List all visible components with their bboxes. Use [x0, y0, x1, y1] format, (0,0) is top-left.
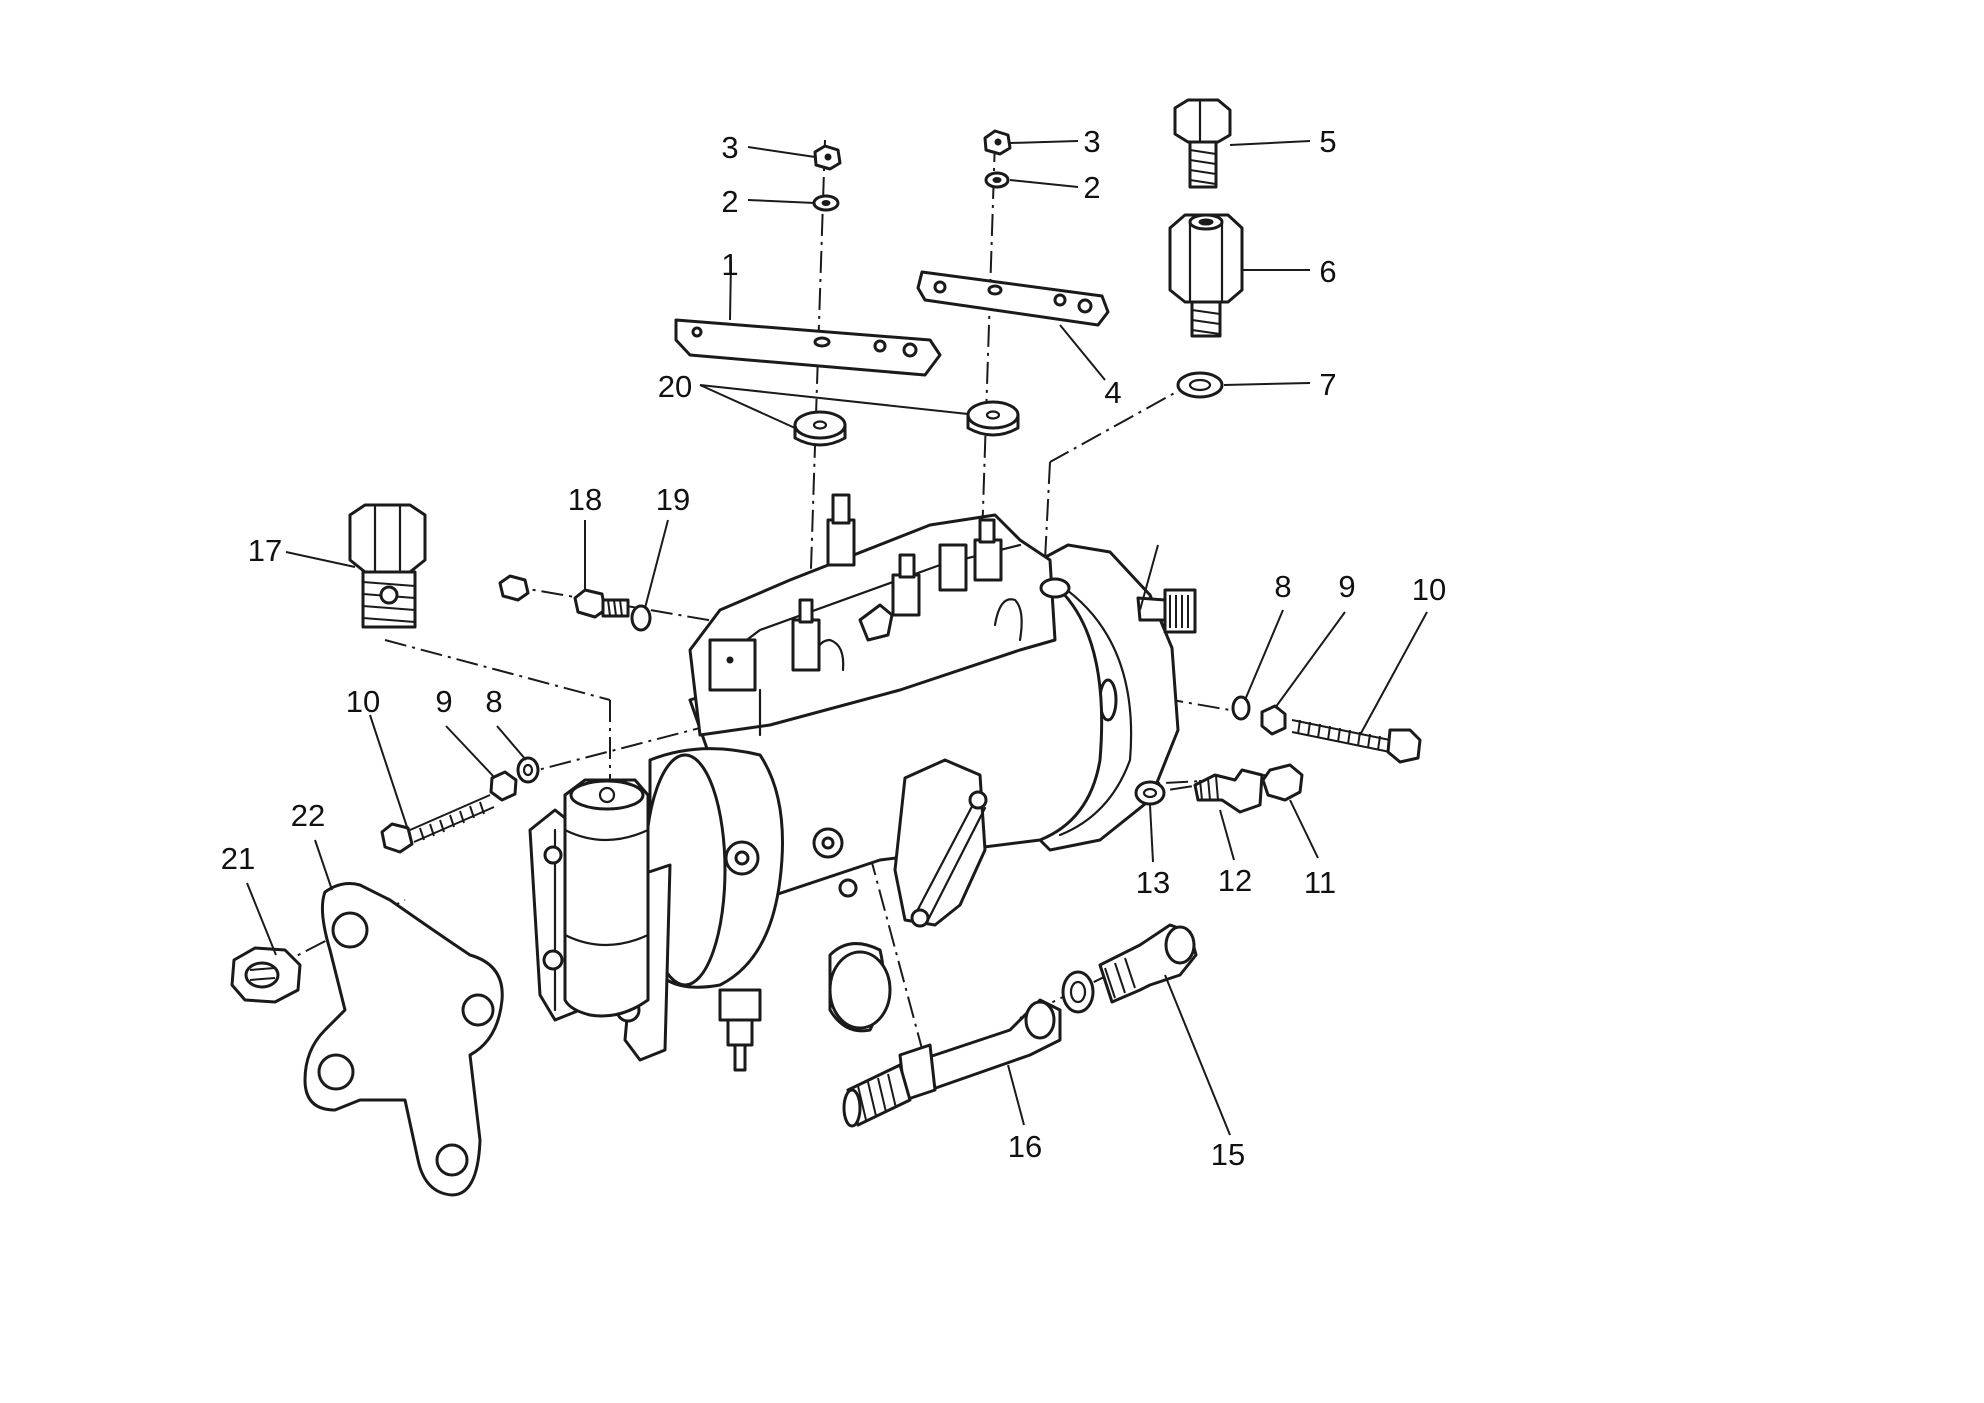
bracket-1 [674, 318, 942, 377]
callout-2-right: 2 [1083, 170, 1100, 205]
fitting-12 [1193, 768, 1264, 814]
callout-12: 12 [1218, 863, 1252, 898]
callout-4: 4 [1104, 375, 1121, 410]
callouts: 3 2 1 3 2 4 5 6 7 20 17 18 19 8 9 10 10 … [221, 124, 1446, 1172]
callout-21: 22 [291, 798, 325, 833]
callout-16: 17 [248, 533, 282, 568]
screw-17 [498, 574, 630, 619]
nut-20 [230, 946, 302, 1004]
callout-2-left: 2 [721, 184, 738, 219]
washer-8-right [1231, 695, 1251, 721]
spacer-19-right [966, 400, 1020, 437]
callout-8-right: 8 [1274, 569, 1291, 604]
leader-lines [246, 140, 1428, 1136]
washer-8-left [516, 756, 540, 784]
callout-3-right: 3 [1083, 124, 1100, 159]
callout-18: 19 [656, 482, 690, 517]
callout-9-right: 9 [1338, 569, 1355, 604]
callout-15: 16 [1008, 1129, 1042, 1164]
cap-11 [1261, 763, 1304, 802]
banjo-bolt-16 [348, 503, 427, 629]
bracket-4 [916, 270, 1110, 327]
washer-2-right [984, 171, 1010, 189]
bolt-10-right [1291, 719, 1422, 764]
washer-18 [630, 604, 652, 632]
callout-3-left: 3 [721, 130, 738, 165]
callout-7: 7 [1319, 367, 1336, 402]
washer-14a [1061, 970, 1095, 1014]
callout-1: 1 [721, 247, 738, 282]
callout-10-left: 10 [346, 684, 380, 719]
callout-19: 20 [658, 369, 692, 404]
nut-3-right [983, 129, 1012, 156]
washer-13 [1134, 780, 1166, 806]
callout-14: 15 [1211, 1137, 1245, 1172]
nut-9-right [1260, 704, 1287, 736]
flange-plate-21 [303, 882, 504, 1197]
callout-11: 11 [1304, 865, 1336, 900]
nut-9-left [489, 770, 518, 802]
callout-6: 6 [1319, 254, 1336, 289]
callout-10-right: 10 [1412, 572, 1446, 607]
banjo-bolt-5 [1173, 98, 1232, 189]
spacer-19-left [793, 410, 847, 447]
pump-body [528, 493, 1197, 1072]
washer-7 [1176, 371, 1224, 399]
washer-2-left [812, 194, 840, 212]
callout-17: 18 [568, 482, 602, 517]
bolt-10-left [380, 794, 495, 854]
callout-9-left: 9 [435, 684, 452, 719]
callout-5: 5 [1319, 124, 1336, 159]
callout-13: 13 [1136, 865, 1170, 900]
adapter-6 [1168, 213, 1244, 338]
callout-8-left: 8 [485, 684, 502, 719]
nut-3-left [813, 144, 842, 171]
fitting-14 [1098, 923, 1198, 1004]
callout-20: 21 [221, 841, 255, 876]
banjo-fitting-15 [842, 998, 1062, 1128]
